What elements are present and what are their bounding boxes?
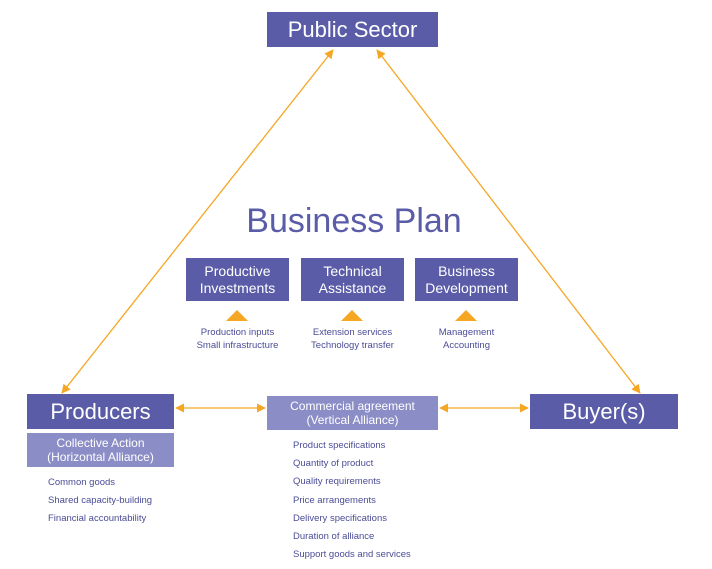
- detail-item: Accounting: [442, 340, 490, 351]
- productive-investments-box: Productive Investments: [186, 258, 289, 301]
- collective-line: Collective Action: [56, 436, 145, 450]
- list-item: Product specifications: [293, 440, 386, 451]
- pillar-line: Investments: [199, 279, 276, 296]
- detail-item: Management: [438, 327, 495, 338]
- producers-box: Producers: [27, 394, 174, 429]
- arrow-public-buyers: [376, 49, 641, 394]
- list-item: Quality requirements: [293, 476, 381, 488]
- list-item: Price arrangements: [293, 494, 376, 506]
- arrow-public-producers: [61, 49, 334, 394]
- producers-list: Common goods Shared capacity-building Fi…: [48, 476, 152, 531]
- detail-item: Technology transfer: [311, 340, 394, 351]
- detail-item: Production inputs: [200, 327, 275, 338]
- list-item: Duration of alliance: [293, 530, 375, 542]
- commercial-line: Commercial agreement: [290, 399, 415, 413]
- business-plan-title: Business Plan: [246, 202, 462, 240]
- pillar-line: Technical: [323, 262, 382, 279]
- commercial-agreement-box: Commercial agreement (Vertical Alliance): [267, 396, 438, 430]
- commercial-list: Product specifications Quantity of produ…: [293, 439, 411, 566]
- pillar-line: Development: [425, 279, 508, 296]
- triangle-marker: [341, 310, 363, 321]
- collective-action-box: Collective Action (Horizontal Alliance): [27, 433, 174, 467]
- detail-item: Small infrastructure: [196, 340, 279, 351]
- list-item: Common goods: [48, 477, 116, 488]
- pillar-line: Assistance: [318, 279, 387, 296]
- triangle-marker: [455, 310, 477, 321]
- list-item: Quantity of product: [293, 458, 374, 470]
- pillar-line: Business: [438, 262, 495, 279]
- buyers-label: Buyer(s): [562, 398, 646, 424]
- public-sector-label: Public Sector: [287, 16, 418, 42]
- list-item: Financial accountability: [48, 513, 147, 525]
- buyers-box: Buyer(s): [530, 394, 678, 429]
- list-item: Support goods and services: [293, 549, 411, 561]
- pillar-details: Extension services Technology transfer: [292, 326, 413, 352]
- commercial-line: (Vertical Alliance): [306, 413, 399, 427]
- pillar-details: Management Accounting: [406, 326, 527, 352]
- technical-assistance-box: Technical Assistance: [301, 258, 404, 301]
- business-development-box: Business Development: [415, 258, 518, 301]
- list-item: Shared capacity-building: [48, 495, 153, 507]
- pillar-line: Productive: [204, 262, 271, 279]
- public-sector-box: Public Sector: [267, 12, 438, 47]
- producers-label: Producers: [50, 398, 151, 424]
- collective-line: (Horizontal Alliance): [47, 450, 154, 464]
- detail-item: Extension services: [312, 327, 393, 338]
- pillar-details: Production inputs Small infrastructure: [177, 326, 298, 352]
- list-item: Delivery specifications: [293, 512, 387, 524]
- triangle-marker: [226, 310, 248, 321]
